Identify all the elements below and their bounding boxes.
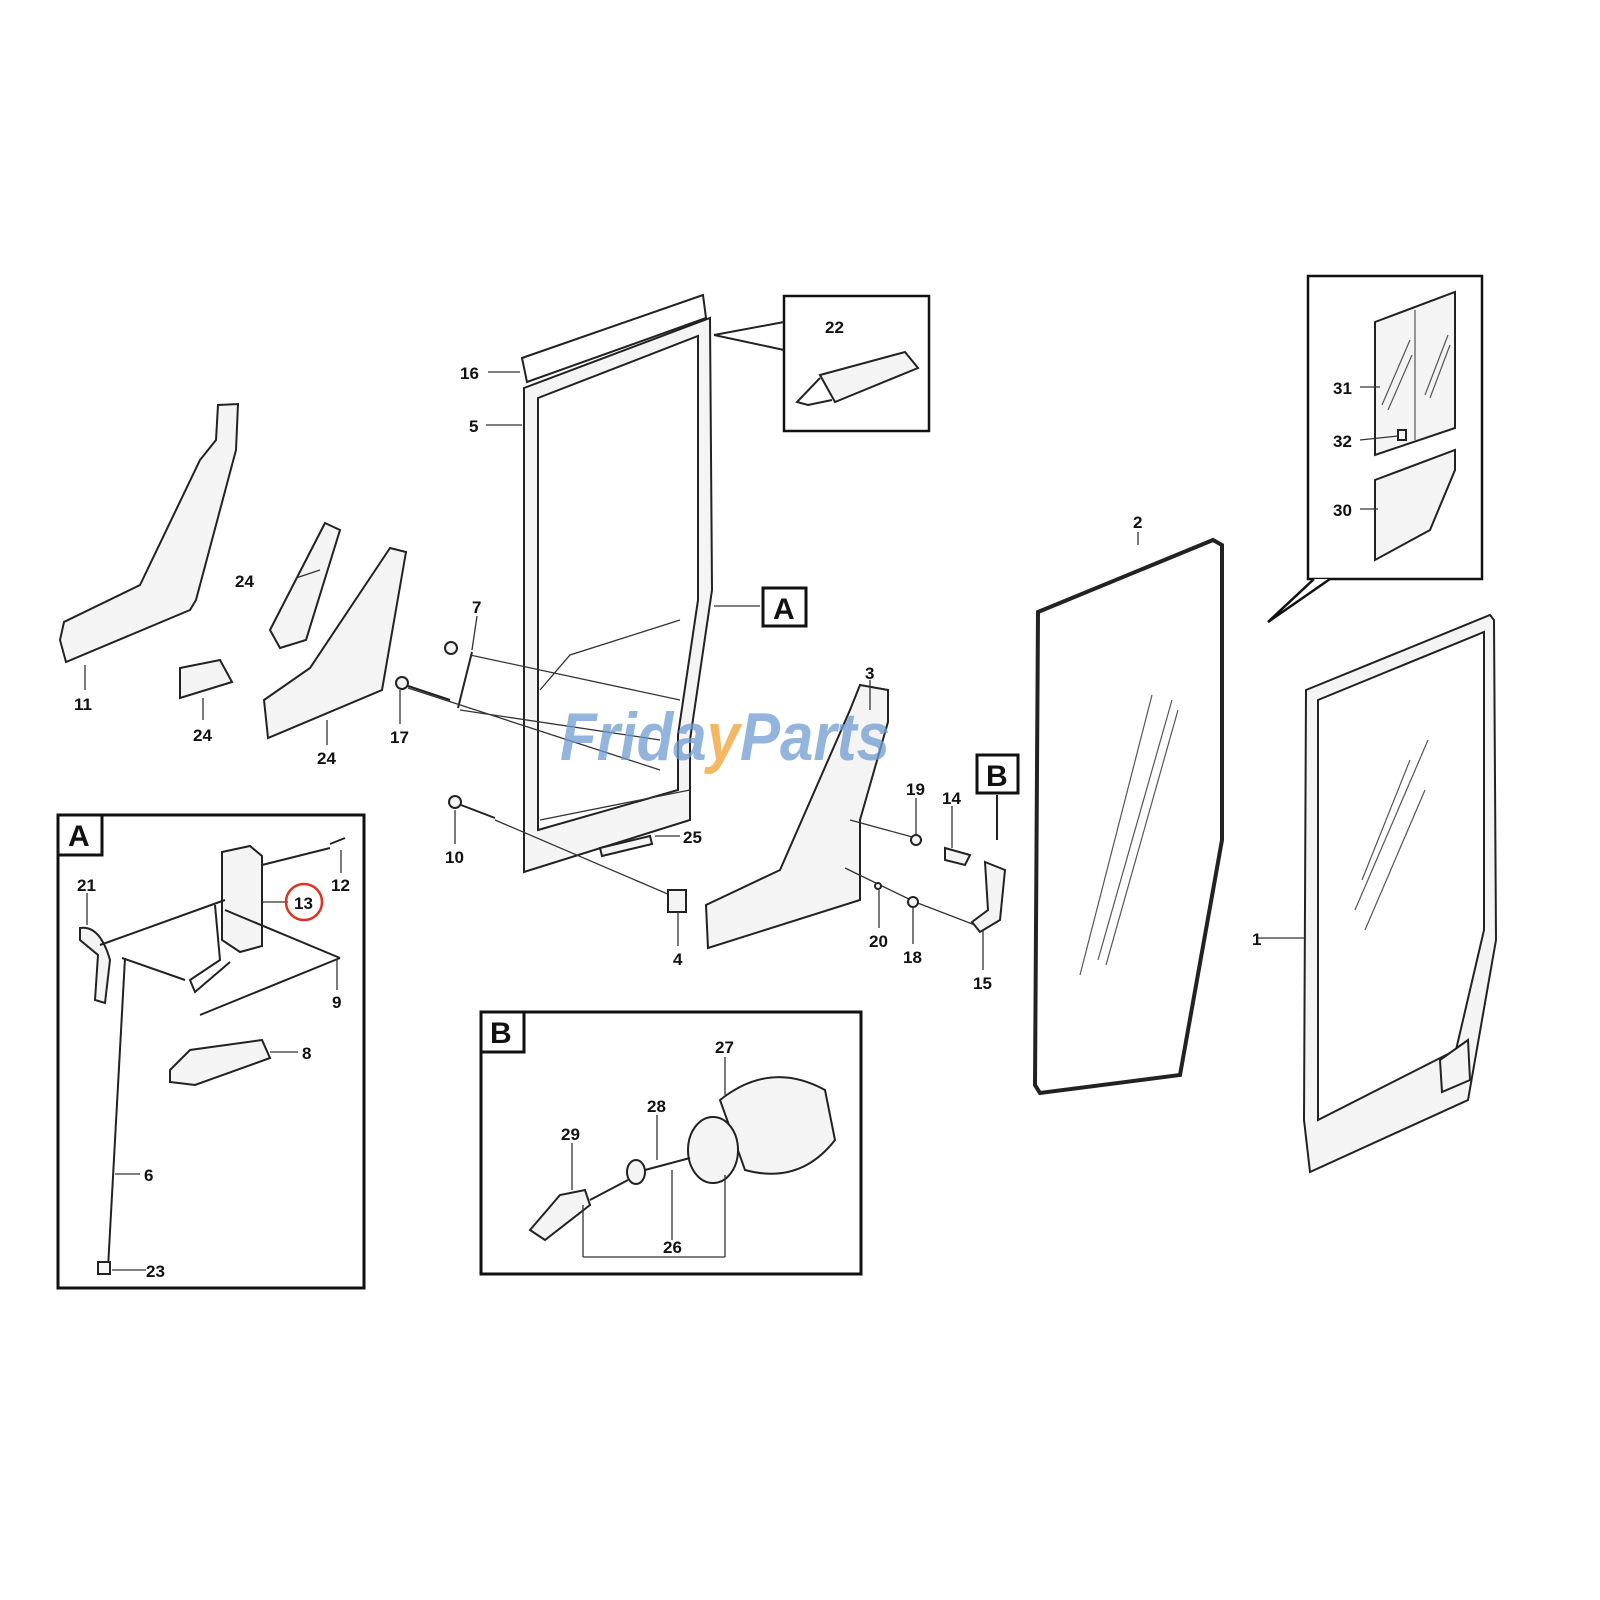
part-4 <box>667 889 687 913</box>
leader-lines <box>84 371 1399 970</box>
label-7: 7 <box>472 598 481 617</box>
handle-parts <box>844 819 1007 934</box>
label-21: 21 <box>77 876 96 895</box>
label-24: 24 <box>193 726 212 745</box>
label-10: 10 <box>445 848 464 867</box>
label-b: B <box>986 760 1008 793</box>
label-3: 3 <box>865 664 874 683</box>
callout-a-box <box>761 586 808 628</box>
door-frame-5 <box>520 293 714 874</box>
label-32: 32 <box>1333 432 1352 451</box>
part-24a <box>268 521 342 650</box>
label-a: A <box>773 593 795 626</box>
label-25: 25 <box>683 828 702 847</box>
label-22: 22 <box>825 318 844 337</box>
label-24: 24 <box>235 572 254 591</box>
label-1: 1 <box>1252 930 1261 949</box>
label-12: 12 <box>331 876 350 895</box>
part-24b <box>179 658 234 700</box>
watermark: FridayParts <box>560 699 890 775</box>
label-18: 18 <box>903 948 922 967</box>
callout-b-box <box>975 753 1020 795</box>
bolts <box>395 641 681 896</box>
part-labels: 16 5 22 A 24 24 24 11 7 17 10 25 4 3 19 … <box>74 318 1352 993</box>
label-31: 31 <box>1333 379 1352 398</box>
part-25 <box>598 834 654 858</box>
label-14: 14 <box>942 789 961 808</box>
label-30: 30 <box>1333 501 1352 520</box>
label-15: 15 <box>973 974 992 993</box>
label-5: 5 <box>469 417 478 436</box>
label-11: 11 <box>74 695 92 714</box>
part-3 <box>704 683 889 950</box>
inset-b-title: B <box>490 1017 512 1050</box>
highlight-circle-13 <box>284 882 324 922</box>
inset-a: A 21 12 13 9 8 6 23 <box>56 813 366 1290</box>
label-24: 24 <box>317 749 336 768</box>
label-8: 8 <box>302 1044 311 1063</box>
label-19: 19 <box>906 780 925 799</box>
label-20: 20 <box>869 932 888 951</box>
label-2: 2 <box>1133 513 1142 532</box>
label-26: 26 <box>663 1238 682 1257</box>
label-17: 17 <box>390 728 409 747</box>
label-4: 4 <box>673 950 683 969</box>
inset-a-title: A <box>68 820 90 853</box>
part-24c <box>262 546 408 740</box>
inset-b: B 27 28 29 26 <box>479 1010 863 1276</box>
sealant-inset <box>713 294 931 433</box>
part-11 <box>58 402 240 664</box>
label-13: 13 <box>294 894 313 913</box>
glass-2 <box>1032 537 1224 1096</box>
label-6: 6 <box>144 1166 153 1185</box>
label-9: 9 <box>332 993 341 1012</box>
label-16: 16 <box>460 364 479 383</box>
label-28: 28 <box>647 1097 666 1116</box>
label-27: 27 <box>715 1038 734 1057</box>
label-23: 23 <box>146 1262 165 1281</box>
door-1 <box>1302 613 1498 1174</box>
label-29: 29 <box>561 1125 580 1144</box>
window-inset <box>1267 274 1484 624</box>
